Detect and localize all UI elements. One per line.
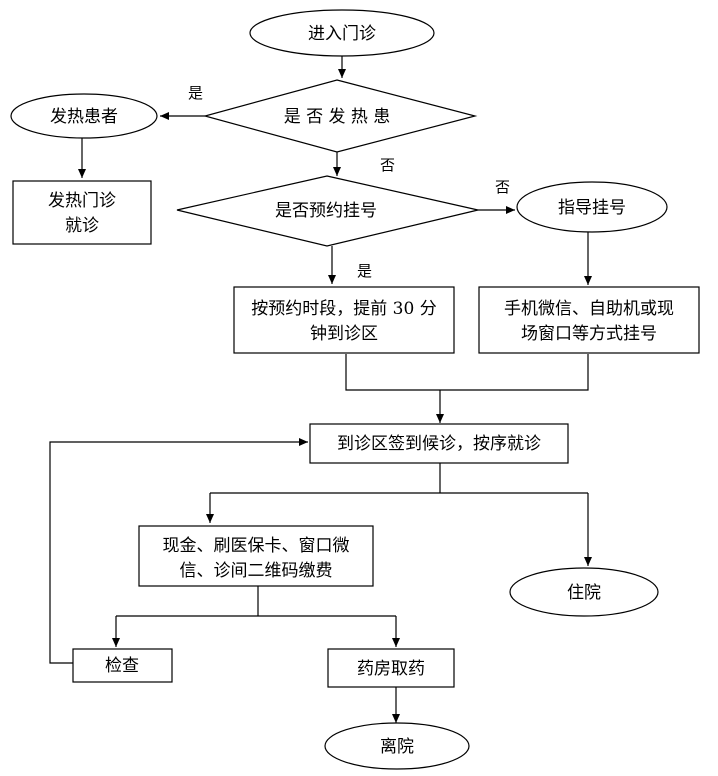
node-fever-clinic: 发热门诊 就诊 bbox=[12, 180, 152, 245]
label-yes-appointment: 是 bbox=[357, 262, 372, 280]
edge-exam-loop-back bbox=[49, 438, 308, 664]
node-leave-label: 离院 bbox=[380, 737, 414, 757]
node-appointment-arrive-line2: 钟到诊区 bbox=[310, 324, 378, 344]
node-exam: 检查 bbox=[72, 648, 173, 683]
label-yes-fever: 是 bbox=[188, 84, 203, 102]
node-payment-line1: 现金、刷医保卡、窗口微 bbox=[163, 536, 350, 556]
label-no-appointment: 否 bbox=[495, 178, 510, 196]
node-checkin-label: 到诊区签到候诊，按序就诊 bbox=[337, 434, 541, 454]
node-guide-register-label: 指导挂号 bbox=[558, 198, 626, 218]
node-appointment-arrive: 按预约时段，提前 30 分 钟到诊区 bbox=[233, 286, 455, 354]
node-register-methods-line2: 场窗口等方式挂号 bbox=[521, 324, 657, 344]
node-pharmacy: 药房取药 bbox=[327, 648, 455, 688]
node-exam-label: 检查 bbox=[105, 656, 139, 676]
node-leave: 离院 bbox=[324, 722, 470, 770]
label-no-fever: 否 bbox=[380, 156, 395, 174]
node-enter: 进入门诊 bbox=[249, 9, 435, 57]
node-hospitalize-label: 住院 bbox=[567, 583, 601, 603]
node-guide-register: 指导挂号 bbox=[516, 181, 668, 233]
node-register-methods: 手机微信、自助机或现 场窗口等方式挂号 bbox=[478, 286, 700, 354]
node-register-methods-line1: 手机微信、自助机或现 bbox=[504, 299, 674, 319]
node-appointment-arrive-line1: 按预约时段，提前 30 分 bbox=[251, 299, 436, 319]
node-pharmacy-label: 药房取药 bbox=[357, 659, 425, 679]
node-fever-clinic-line1: 发热门诊 bbox=[48, 191, 116, 211]
node-appointment-question-label: 是否预约挂号 bbox=[275, 201, 377, 221]
node-enter-label: 进入门诊 bbox=[308, 24, 376, 44]
node-fever-question-label: 是 否 发 热 患 bbox=[284, 107, 391, 127]
node-fever-patient: 发热患者 bbox=[10, 93, 158, 139]
node-checkin: 到诊区签到候诊，按序就诊 bbox=[309, 423, 569, 464]
node-appointment-question: 是否预约挂号 bbox=[176, 175, 479, 247]
edge-merge-bracket bbox=[345, 354, 589, 391]
node-payment-line2: 信、诊间二维码缴费 bbox=[180, 561, 333, 581]
node-fever-question: 是 否 发 热 患 bbox=[202, 79, 478, 153]
node-hospitalize: 住院 bbox=[509, 567, 659, 617]
node-payment: 现金、刷医保卡、窗口微 信、诊间二维码缴费 bbox=[138, 525, 374, 587]
node-fever-patient-label: 发热患者 bbox=[50, 107, 118, 127]
node-fever-clinic-line2: 就诊 bbox=[65, 216, 99, 236]
connectors bbox=[49, 56, 592, 723]
